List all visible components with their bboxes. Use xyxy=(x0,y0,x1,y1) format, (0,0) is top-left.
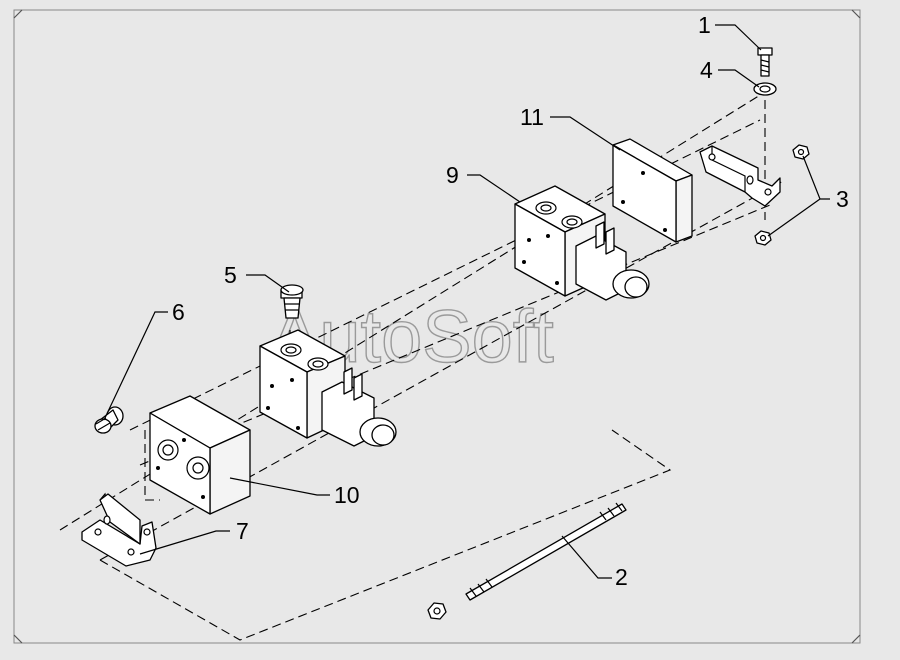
callout-5: 5 xyxy=(224,262,237,288)
middle-valve-block xyxy=(259,329,397,447)
callout-1: 1 xyxy=(698,12,711,38)
part-5-fitting xyxy=(280,284,304,319)
part-4-washer xyxy=(753,82,777,96)
frame-corners xyxy=(13,9,861,644)
part-10-block xyxy=(149,395,251,515)
callout-3: 3 xyxy=(836,186,849,212)
leader-lines xyxy=(103,24,830,579)
part-7-bracket xyxy=(81,492,157,567)
callout-6: 6 xyxy=(172,299,185,325)
callout-7: 7 xyxy=(236,518,249,544)
part-3-nut-lower xyxy=(754,230,772,246)
part-9-valve-block xyxy=(514,185,650,301)
frame-border xyxy=(13,9,861,644)
part-1-bolt xyxy=(757,47,773,77)
callout-10: 10 xyxy=(334,482,360,508)
callout-11: 11 xyxy=(520,104,544,130)
part-11-plate xyxy=(612,138,693,243)
part-2-rod xyxy=(427,502,627,620)
callout-9: 9 xyxy=(446,162,459,188)
part-6-plug xyxy=(94,406,124,434)
callout-4: 4 xyxy=(700,57,713,83)
upper-bracket xyxy=(699,145,781,207)
callout-2: 2 xyxy=(615,564,628,590)
part-3-nut-upper xyxy=(792,144,810,160)
callouts: 1 2 3 4 5 6 7 9 10 11 xyxy=(172,12,849,590)
